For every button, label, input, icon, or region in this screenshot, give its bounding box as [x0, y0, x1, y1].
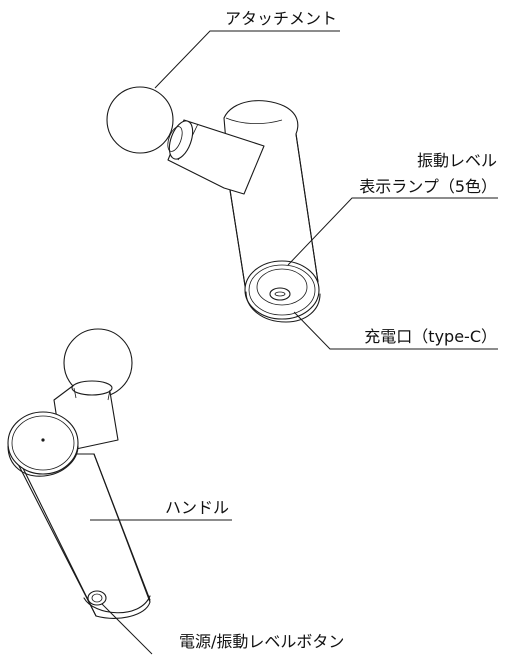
handle-body-bottom: [15, 453, 151, 619]
charging-port: [269, 287, 291, 301]
device-bottom-view: [7, 328, 151, 619]
attachment-neck: [167, 119, 265, 195]
lamp-ring: [256, 268, 308, 306]
label-handle: ハンドル: [165, 498, 229, 517]
leader-attachment: [154, 30, 340, 89]
label-lamp-line1: 振動レベル: [417, 151, 497, 170]
label-charging-port: 充電口（type-C）: [364, 327, 497, 346]
power-button: [87, 590, 107, 606]
label-lamp-line2: 表示ランプ（5色）: [359, 177, 497, 196]
front-face-bottom: [7, 411, 79, 477]
leader-charging-port: [293, 311, 498, 350]
label-attachment: アタッチメント: [225, 9, 337, 28]
attachment-ball: [106, 86, 174, 154]
leader-power-button: [101, 603, 153, 655]
label-power-button: 電源/振動レベルボタン: [179, 632, 344, 651]
end-cap-top: [244, 260, 321, 323]
device-top-view: [106, 86, 321, 323]
leader-lamp: [287, 197, 498, 266]
